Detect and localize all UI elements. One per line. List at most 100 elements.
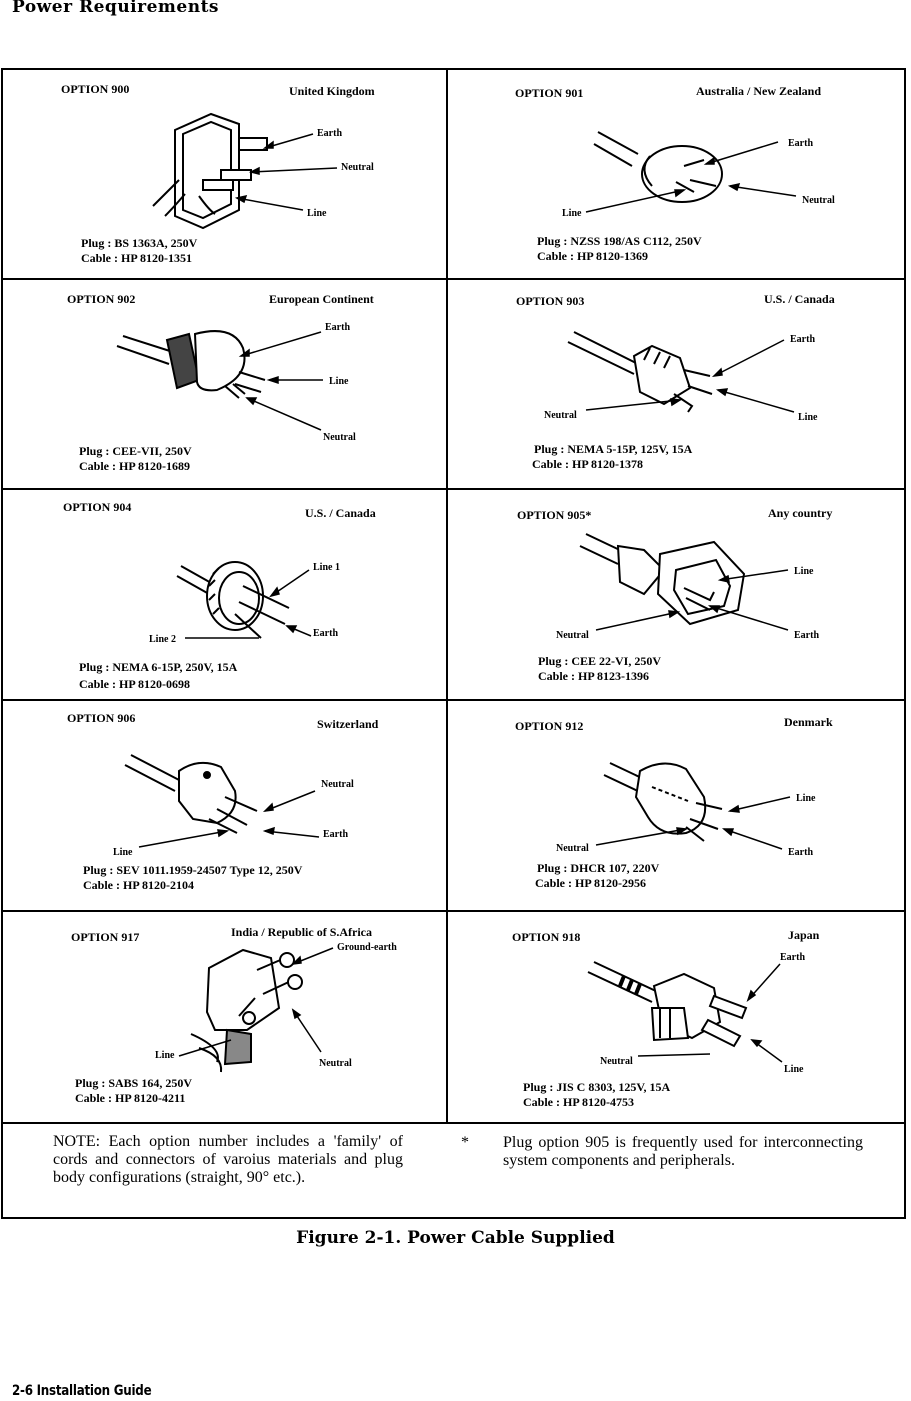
option-number: OPTION 912 — [515, 719, 584, 733]
plug-spec: Plug : NZSS 198/AS C112, 250V — [537, 234, 702, 248]
plug-spec: Plug : SEV 1011.1959-24507 Type 12, 250V — [83, 863, 303, 877]
figure-caption: Figure 2-1. Power Cable Supplied — [296, 1228, 615, 1248]
option-number: OPTION 918 — [512, 930, 581, 944]
country-name: European Continent — [269, 292, 374, 306]
neutral-label: Neutral — [319, 1058, 352, 1069]
cable-spec: Cable : HP 8120-2104 — [83, 878, 194, 892]
swiss-plug-icon: Neutral Earth Line — [113, 754, 354, 858]
neutral-label: Neutral — [802, 195, 835, 206]
country-name: Denmark — [784, 715, 833, 729]
neutral-label: Neutral — [341, 162, 374, 173]
page-footer: 2-6 Installation Guide — [12, 1383, 152, 1399]
neutral-label: Neutral — [600, 1056, 633, 1067]
option-number: OPTION 905* — [517, 508, 592, 522]
earth-label: Earth — [323, 829, 348, 840]
country-name: U.S. / Canada — [764, 292, 835, 306]
line-label: Line — [796, 793, 816, 804]
line-label: Line — [798, 412, 818, 423]
option-912-cell: OPTION 912 Denmark Line Earth Neutral Pl… — [448, 701, 906, 910]
option-906-cell: OPTION 906 Switzerland Neutral Earth Lin… — [3, 701, 446, 910]
cable-spec: Cable : HP 8120-4211 — [75, 1091, 186, 1105]
option-number: OPTION 903 — [516, 294, 585, 308]
earth-label: Earth — [325, 322, 350, 333]
option-917-cell: OPTION 917 India / Republic of S.Africa … — [3, 912, 446, 1122]
cable-spec: Cable : HP 8120-1689 — [79, 459, 190, 473]
uk-plug-icon: Earth Neutral Line — [152, 112, 374, 230]
country-name: India / Republic of S.Africa — [231, 925, 373, 939]
cable-spec: Cable : HP 8120-0698 — [79, 677, 190, 691]
earth-label: Earth — [790, 334, 815, 345]
european-plug-icon: Earth Line Neutral — [116, 322, 356, 443]
neutral-label: Neutral — [321, 779, 354, 790]
line-label: Line — [113, 847, 133, 858]
option-904-cell: OPTION 904 U.S. / Canada Line 1 Earth Li… — [3, 490, 446, 699]
plug-spec: Plug : DHCR 107, 220V — [537, 861, 660, 875]
cable-spec: Cable : HP 8120-1378 — [532, 457, 643, 471]
ground-earth-label: Ground-earth — [337, 942, 397, 953]
option-number: OPTION 901 — [515, 86, 584, 100]
country-name: Switzerland — [317, 717, 379, 731]
power-cable-table: OPTION 900 United Kingdom Earth Neutral … — [1, 68, 906, 1219]
country-name: U.S. / Canada — [305, 506, 376, 520]
earth-label: Earth — [788, 847, 813, 858]
cable-spec: Cable : HP 8120-1351 — [81, 251, 192, 265]
footnote-text: Plug option 905 is frequently used for i… — [503, 1134, 863, 1169]
us-plug-icon: Earth Line Neutral — [544, 331, 818, 423]
option-905-cell: OPTION 905* Any country Line Earth Neutr… — [448, 490, 906, 699]
line-label: Line — [794, 566, 814, 577]
earth-label: Earth — [313, 628, 338, 639]
row-divider — [3, 699, 904, 701]
line-label: Line — [329, 376, 349, 387]
plug-spec: Plug : NEMA 6-15P, 250V, 15A — [79, 660, 238, 674]
line-label: Line — [784, 1064, 804, 1075]
japan-plug-icon: Earth Line Neutral — [587, 952, 805, 1075]
row-divider — [3, 278, 904, 280]
plug-spec: Plug : JIS C 8303, 125V, 15A — [523, 1080, 671, 1094]
option-number: OPTION 900 — [61, 82, 130, 96]
option-901-cell: OPTION 901 Australia / New Zealand Earth… — [448, 70, 906, 278]
country-name: Any country — [768, 506, 833, 520]
earth-label: Earth — [788, 138, 813, 149]
iec-connector-icon: Line Earth Neutral — [556, 533, 819, 641]
line-1-label: Line 1 — [313, 562, 340, 573]
option-902-cell: OPTION 902 European Continent Earth Line… — [3, 280, 446, 488]
row-divider — [3, 488, 904, 490]
plug-spec: Plug : BS 1363A, 250V — [81, 236, 198, 250]
row-divider — [3, 1122, 904, 1124]
danish-plug-icon: Line Earth Neutral — [556, 762, 816, 858]
round-plug-icon: Line 1 Earth Line 2 — [149, 561, 340, 645]
note-option-905: * Plug option 905 is frequently used for… — [461, 1134, 863, 1170]
option-number: OPTION 904 — [63, 500, 132, 514]
country-name: Japan — [788, 928, 820, 942]
option-903-cell: OPTION 903 U.S. / Canada Earth Line Neut… — [448, 280, 906, 488]
cable-spec: Cable : HP 8120-1369 — [537, 249, 648, 263]
earth-label: Earth — [317, 128, 342, 139]
neutral-label: Neutral — [556, 843, 589, 854]
option-number: OPTION 902 — [67, 292, 136, 306]
option-900-cell: OPTION 900 United Kingdom Earth Neutral … — [3, 70, 446, 278]
country-name: Australia / New Zealand — [696, 84, 822, 98]
row-divider — [3, 910, 904, 912]
india-plug-icon: Ground-earth Neutral Line — [155, 942, 397, 1073]
earth-label: Earth — [780, 952, 805, 963]
note-family-cords: NOTE: Each option number includes a 'fam… — [53, 1133, 403, 1186]
line-label: Line — [307, 208, 327, 219]
column-divider — [446, 70, 448, 1122]
option-number: OPTION 906 — [67, 711, 136, 725]
neutral-label: Neutral — [556, 630, 589, 641]
country-name: United Kingdom — [289, 84, 375, 98]
cable-spec: Cable : HP 8120-2956 — [535, 876, 646, 890]
neutral-label: Neutral — [323, 432, 356, 443]
plug-spec: Plug : CEE-VII, 250V — [79, 444, 192, 458]
earth-label: Earth — [794, 630, 819, 641]
line-2-label: Line 2 — [149, 634, 176, 645]
plug-spec: Plug : SABS 164, 250V — [75, 1076, 193, 1090]
cable-spec: Cable : HP 8123-1396 — [538, 669, 649, 683]
page-heading: Power Requirements — [12, 0, 219, 17]
line-label: Line — [562, 208, 582, 219]
footnote-marker: * — [461, 1134, 469, 1151]
line-label: Line — [155, 1050, 175, 1061]
option-number: OPTION 917 — [71, 930, 140, 944]
plug-spec: Plug : NEMA 5-15P, 125V, 15A — [534, 442, 693, 456]
australia-plug-icon: Earth Neutral Line — [562, 131, 835, 219]
